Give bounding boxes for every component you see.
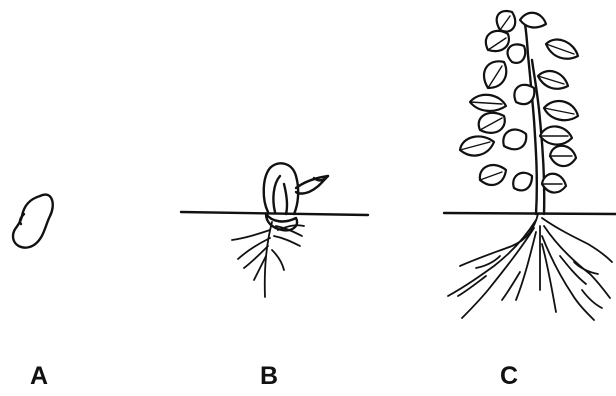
bean-seed <box>13 195 53 248</box>
seedling-roots <box>232 222 304 297</box>
seedling <box>264 163 328 230</box>
stage-label-b: B <box>260 364 278 389</box>
stage-label-c: C <box>500 364 518 389</box>
ground-line-c <box>444 213 616 214</box>
plant-roots <box>448 214 612 320</box>
stage-label-a: A <box>30 364 48 389</box>
plant-leaves <box>460 11 578 193</box>
